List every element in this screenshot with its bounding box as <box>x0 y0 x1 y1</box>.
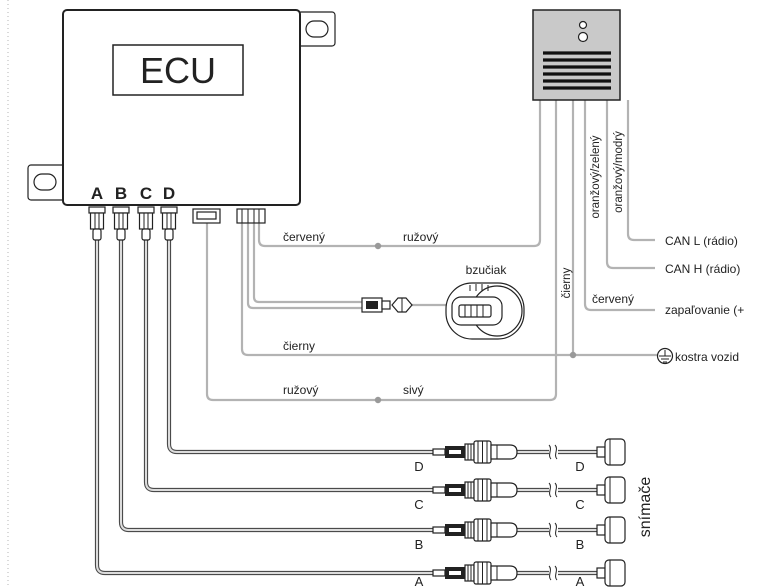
sensor-label-right: A <box>576 574 585 587</box>
wire-label-sivy: sivý <box>403 383 424 397</box>
wire-label-cierny: čierny <box>283 339 315 353</box>
sensor-icon <box>596 559 626 587</box>
wire-label-oranzovy-zeleny: oranžový/zelený <box>590 135 602 218</box>
sensor-label-right: C <box>575 497 584 512</box>
sensor-row-b: B B <box>415 516 626 552</box>
sensor-plug-icon <box>432 518 518 542</box>
sensor-icon <box>596 516 626 544</box>
sensors-title: snímače <box>637 477 654 538</box>
sensor-row-d: D D <box>414 438 626 474</box>
wire-break-icon <box>548 444 558 460</box>
wire-can-h: oranžový/zelený CAN H (rádio) <box>590 100 740 276</box>
wire-label-module-cerveny: červený <box>592 292 634 306</box>
cable-c <box>143 240 433 493</box>
ecu-connector-aux-2 <box>236 208 266 224</box>
module-stripes <box>543 51 611 90</box>
wire-break-icon <box>548 482 558 498</box>
module-indicator-icon <box>577 31 589 43</box>
radio-module <box>532 9 621 101</box>
junction-dot <box>374 242 382 250</box>
wire-pink-gray: ružový sivý <box>205 100 558 404</box>
wire-break-icon <box>548 522 558 538</box>
sensor-label-left: C <box>414 497 423 512</box>
ecu-connector-a <box>88 206 106 241</box>
terminal-ground: kostra vozid <box>675 350 739 364</box>
cable-a <box>94 240 433 576</box>
radio-module-box <box>532 9 621 101</box>
ecu-connector-d <box>160 206 178 241</box>
sensor-plug-icon <box>432 561 518 585</box>
terminal-can-h: CAN H (rádio) <box>665 262 740 276</box>
cable-b <box>118 240 433 533</box>
sensor-plug-icon <box>432 440 518 464</box>
sensor-plug-icon <box>432 478 518 502</box>
sensor-icon <box>596 438 626 466</box>
sensor-label-right: D <box>575 459 584 474</box>
wire-label-oranzovy-modry: oranžový/modrý <box>613 131 625 213</box>
wire-black-ground: čierny čierny <box>240 100 657 359</box>
wire-label-ruzovy-2: ružový <box>283 383 318 397</box>
junction-dot <box>374 396 382 404</box>
ecu-mount-tab-right <box>297 11 336 47</box>
junction-dot <box>569 351 577 359</box>
wire-label-ruzovy: ružový <box>403 230 438 244</box>
port-label-c: C <box>140 184 152 203</box>
module-indicator-icon <box>578 20 588 30</box>
sensor-label-left: D <box>414 459 423 474</box>
sensor-label-left: B <box>415 537 424 552</box>
ecu-label: ECU <box>140 50 216 91</box>
cable-d <box>166 240 433 455</box>
buzzer-connector <box>361 297 413 313</box>
sensor-row-c: C C <box>414 476 626 512</box>
port-label-b: B <box>115 184 127 203</box>
buzzer-label: bzučiak <box>466 263 508 277</box>
ecu-unit: ECU A B C D <box>27 9 336 241</box>
ecu-connector-b <box>112 206 130 241</box>
port-label-a: A <box>91 184 103 203</box>
wire-label-module-cierny: čierny <box>561 267 573 298</box>
sensor-row-a: A A <box>415 559 626 587</box>
buzzer-icon <box>445 282 525 340</box>
ecu-connector-aux-1 <box>192 208 221 224</box>
ground-icon <box>656 347 674 365</box>
wire-label-cerveny: červený <box>283 230 325 244</box>
terminal-ignition: zapaľovanie (+ <box>665 303 744 317</box>
wire-break-icon <box>548 565 558 581</box>
wire-buzzer <box>246 222 448 310</box>
ecu-mount-tab-left <box>27 164 66 201</box>
wire-red-pink: červený ružový <box>257 100 542 250</box>
ecu-connector-c <box>137 206 155 241</box>
wire-ignition: červený zapaľovanie (+ <box>583 100 744 317</box>
ecu-label-frame <box>112 44 244 96</box>
sensor-icon <box>596 476 626 504</box>
wire-can-l: oranžový/modrý CAN L (rádio) <box>613 100 738 248</box>
port-label-d: D <box>163 184 175 203</box>
terminal-can-l: CAN L (rádio) <box>665 234 738 248</box>
ecu-box <box>62 9 301 206</box>
sensor-label-right: B <box>576 537 585 552</box>
sensor-label-left: A <box>415 574 424 587</box>
